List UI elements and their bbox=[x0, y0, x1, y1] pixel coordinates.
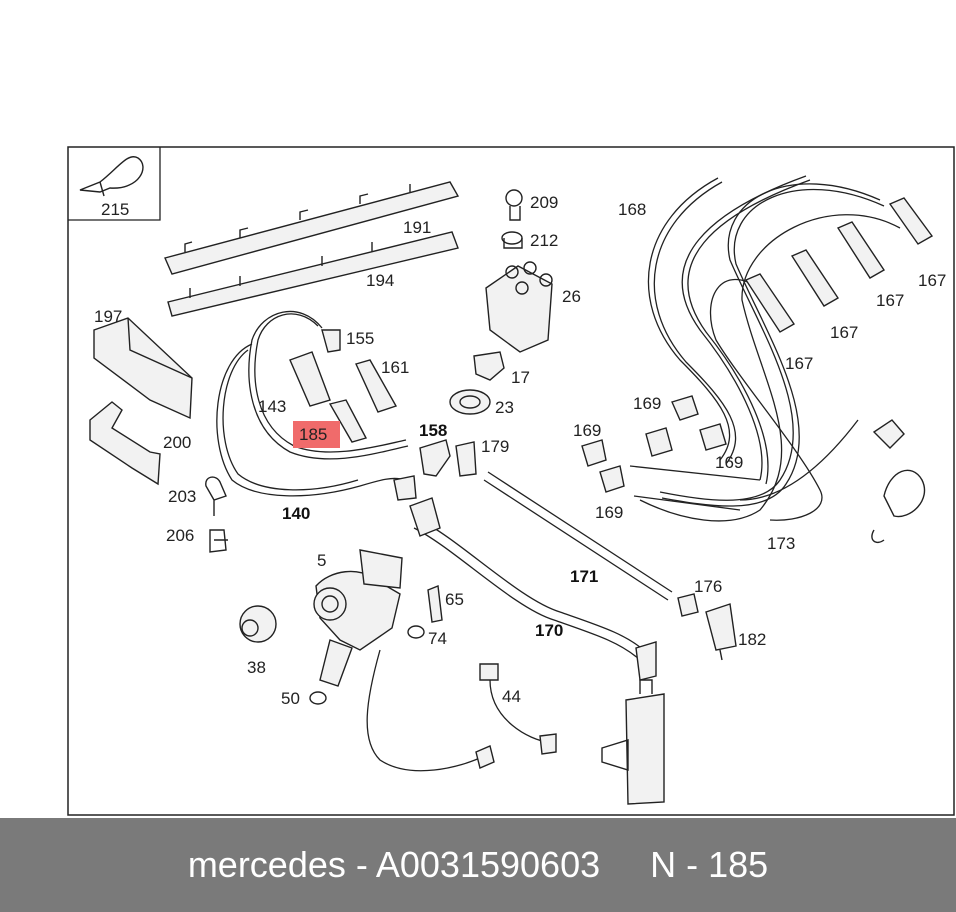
callout-182[interactable]: 182 bbox=[738, 630, 766, 649]
clip-part-203 bbox=[205, 476, 227, 516]
callout-209[interactable]: 209 bbox=[530, 193, 558, 212]
distributor-lead bbox=[366, 649, 485, 772]
callout-23[interactable]: 23 bbox=[495, 398, 514, 417]
wire-140-b bbox=[222, 349, 359, 491]
plug-connector-167-c bbox=[790, 249, 839, 307]
callout-171[interactable]: 171 bbox=[570, 567, 598, 586]
callout-140[interactable]: 140 bbox=[282, 504, 310, 523]
callout-168[interactable]: 168 bbox=[618, 200, 646, 219]
cable-tie-part bbox=[79, 156, 144, 197]
wire-143-b bbox=[254, 313, 407, 453]
plug-connector-167-a bbox=[888, 197, 934, 245]
plug-connector-167-d bbox=[744, 273, 796, 333]
boot-169-d bbox=[581, 439, 607, 467]
boot-169-b bbox=[645, 427, 673, 457]
clamp-209 bbox=[505, 189, 523, 221]
callout-5[interactable]: 5 bbox=[317, 551, 326, 570]
inset-box bbox=[68, 147, 161, 221]
lead-169-pair bbox=[629, 465, 761, 511]
plug-connector-167-b bbox=[836, 221, 885, 279]
callout-169-b[interactable]: 169 bbox=[573, 421, 601, 440]
plug-155 bbox=[321, 329, 341, 353]
callout-143[interactable]: 143 bbox=[258, 397, 286, 416]
highlight-box bbox=[293, 421, 340, 448]
detail-sketch bbox=[871, 469, 926, 544]
ignition-coil bbox=[601, 679, 665, 805]
callout-185[interactable]: 185 bbox=[299, 425, 327, 444]
wire-143 bbox=[248, 311, 409, 460]
plug-161 bbox=[355, 359, 398, 413]
part-number-caption: mercedes - A0031590603 N - 185 bbox=[187, 844, 769, 885]
lead-171 bbox=[483, 471, 673, 601]
wire-rail-lower bbox=[167, 231, 459, 317]
callout-212[interactable]: 212 bbox=[530, 231, 558, 250]
callout-169-d[interactable]: 169 bbox=[595, 503, 623, 522]
callout-203[interactable]: 203 bbox=[168, 487, 196, 506]
callout-169-a[interactable]: 169 bbox=[633, 394, 661, 413]
callout-167-c[interactable]: 167 bbox=[830, 323, 858, 342]
wire-rail-upper bbox=[164, 181, 460, 275]
distributor-cap bbox=[485, 261, 553, 353]
connector-176 bbox=[677, 593, 699, 617]
callout-170[interactable]: 170 bbox=[535, 621, 563, 640]
callout-167-d[interactable]: 167 bbox=[785, 354, 813, 373]
boot-140-end bbox=[393, 475, 417, 501]
callout-161[interactable]: 161 bbox=[381, 358, 409, 377]
callout-50[interactable]: 50 bbox=[281, 689, 300, 708]
callout-44[interactable]: 44 bbox=[502, 687, 521, 706]
ignition-lead-bundle bbox=[639, 175, 901, 522]
seal-50 bbox=[309, 691, 327, 705]
lead-170-b bbox=[413, 527, 641, 661]
rotor-part bbox=[473, 351, 505, 381]
bracket-part bbox=[89, 401, 161, 486]
diagram-frame bbox=[67, 146, 955, 816]
parts-diagram: 215 191 194 197 200 203 206 143 185 155 … bbox=[67, 146, 955, 816]
boot-169-e bbox=[599, 465, 625, 493]
callout-155[interactable]: 155 bbox=[346, 329, 374, 348]
callout-215[interactable]: 215 bbox=[101, 200, 129, 219]
callout-179[interactable]: 179 bbox=[481, 437, 509, 456]
clamp-212 bbox=[501, 231, 523, 249]
callout-173[interactable]: 173 bbox=[767, 534, 795, 553]
plug-short bbox=[289, 351, 331, 407]
callout-197[interactable]: 197 bbox=[94, 307, 122, 326]
wire-140 bbox=[216, 343, 405, 497]
clip-part-206 bbox=[209, 529, 228, 553]
callout-191[interactable]: 191 bbox=[403, 218, 431, 237]
boot-173 bbox=[872, 419, 905, 449]
boot-170-coil bbox=[635, 641, 657, 681]
callout-74[interactable]: 74 bbox=[428, 629, 447, 648]
lead-170 bbox=[419, 519, 647, 653]
boot-170 bbox=[409, 497, 441, 537]
bolt-65 bbox=[427, 585, 443, 623]
boot-158 bbox=[419, 439, 451, 477]
boot-182 bbox=[705, 603, 737, 661]
distributor-assembly bbox=[313, 549, 403, 687]
sensor-44 bbox=[479, 663, 557, 755]
callout-200[interactable]: 200 bbox=[163, 433, 191, 452]
callout-158[interactable]: 158 bbox=[419, 421, 447, 440]
washer-74 bbox=[407, 625, 425, 639]
plug-185 bbox=[328, 399, 368, 443]
boot-169-c bbox=[699, 423, 727, 451]
callout-176[interactable]: 176 bbox=[694, 577, 722, 596]
callout-167-a[interactable]: 167 bbox=[918, 271, 946, 290]
shield-ring bbox=[449, 389, 491, 415]
callout-26[interactable]: 26 bbox=[562, 287, 581, 306]
callout-167-b[interactable]: 167 bbox=[876, 291, 904, 310]
callout-169-c[interactable]: 169 bbox=[715, 453, 743, 472]
vacuum-unit-38 bbox=[239, 605, 277, 643]
cover-part bbox=[93, 317, 193, 420]
connector-distributor-lead bbox=[475, 745, 495, 769]
callout-206[interactable]: 206 bbox=[166, 526, 194, 545]
callout-194[interactable]: 194 bbox=[366, 271, 394, 290]
boot-169-a bbox=[671, 395, 699, 421]
callout-17[interactable]: 17 bbox=[511, 368, 530, 387]
boot-179 bbox=[455, 441, 477, 477]
callout-38[interactable]: 38 bbox=[247, 658, 266, 677]
callout-65[interactable]: 65 bbox=[445, 590, 464, 609]
footer-bar: mercedes - A0031590603 N - 185 bbox=[0, 818, 956, 912]
